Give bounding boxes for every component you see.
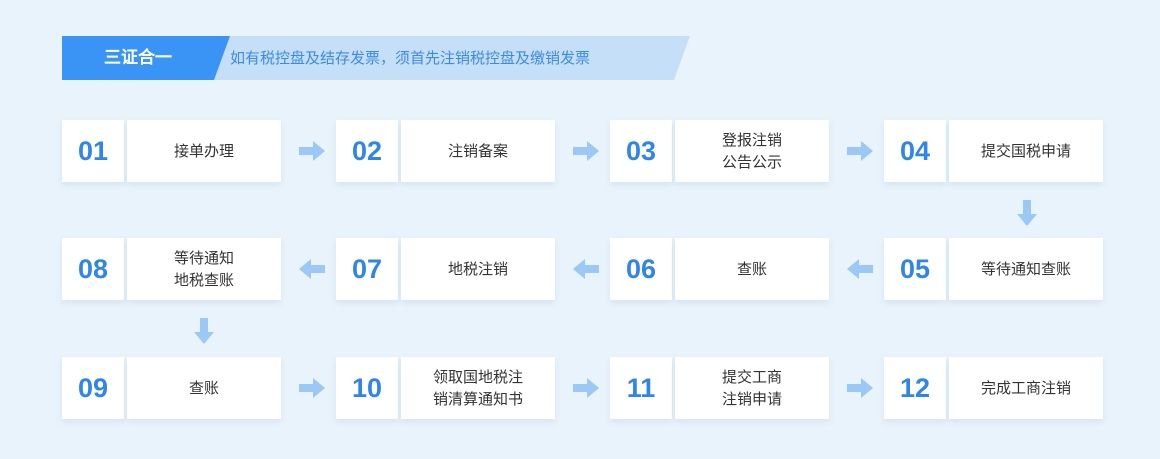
arrow-right-icon [299, 141, 325, 161]
step-number: 01 [77, 136, 109, 166]
arrow-right-icon [847, 141, 873, 161]
step-number: 08 [77, 254, 109, 284]
arrow-right-icon [847, 378, 873, 398]
step-number: 11 [626, 373, 656, 403]
header-subtitle: 如有税控盘及结存发票，须首先注销税控盘及缴销发票 [230, 49, 591, 67]
arrow-left-icon [847, 259, 873, 279]
step-number: 05 [899, 254, 931, 284]
step-label: 等待通知查账 [980, 260, 1071, 278]
step-label: 等待通知 地税查账 [173, 249, 234, 289]
step-label: 提交工商 注销申请 [721, 368, 782, 408]
step-label: 注销备案 [447, 142, 508, 160]
arrow-down-icon [1017, 200, 1037, 226]
header-banner: 三证合一 如有税控盘及结存发票，须首先注销税控盘及缴销发票 [62, 36, 690, 80]
step-number: 07 [351, 254, 383, 284]
header-title-tab [62, 36, 230, 80]
arrow-down-icon [194, 318, 214, 344]
header-title: 三证合一 [104, 48, 172, 68]
step-number: 02 [351, 136, 383, 166]
arrow-left-icon [299, 259, 325, 279]
step-label: 领取国地税注 销清算通知书 [432, 368, 523, 408]
step-label: 提交国税申请 [980, 142, 1071, 160]
step-number: 06 [625, 254, 657, 284]
step-label: 查账 [188, 379, 219, 397]
step-label: 接单办理 [173, 142, 234, 160]
step-label: 地税注销 [447, 260, 508, 278]
step-label: 登报注销 公告公示 [721, 131, 782, 171]
arrow-left-icon [573, 259, 599, 279]
step-number: 04 [899, 136, 931, 166]
step-label: 查账 [736, 260, 767, 278]
arrow-right-icon [299, 378, 325, 398]
step-label: 完成工商注销 [980, 379, 1071, 397]
step-number: 12 [899, 373, 931, 403]
step-number: 10 [351, 373, 383, 403]
header-subtitle-bar [212, 36, 690, 80]
step-number: 09 [77, 373, 109, 403]
arrow-right-icon [573, 141, 599, 161]
arrow-right-icon [573, 378, 599, 398]
step-number: 03 [625, 136, 657, 166]
